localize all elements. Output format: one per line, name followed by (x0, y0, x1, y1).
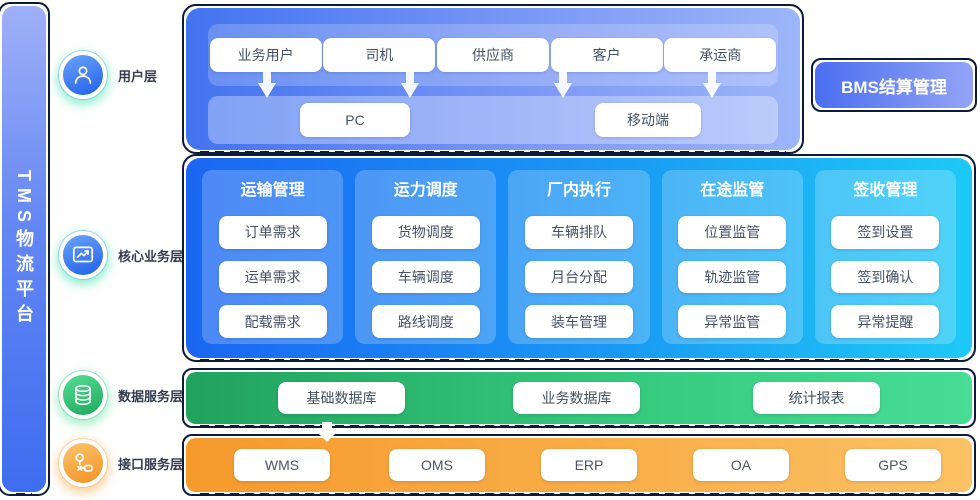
layer-key-data: 数据服务层 (59, 371, 183, 419)
column-title: 签收管理 (853, 182, 918, 199)
interface-box: OA (693, 449, 789, 481)
core-column-monitor: 在途监管 位置监管 轨迹监管 异常监管 (661, 170, 803, 344)
user-layer-panel: 业务用户 司机 供应商 客户 承运商 PC 移动端 (182, 4, 804, 154)
data-box: 业务数据库 (513, 382, 640, 414)
core-column-factory: 厂内执行 车辆排队 月台分配 装车管理 (508, 170, 650, 344)
core-item: 异常监管 (678, 305, 787, 339)
core-item: 签到设置 (831, 216, 940, 249)
core-item: 位置监管 (678, 216, 787, 249)
interface-layer-panel: WMS OMS ERP OA GPS (182, 434, 976, 496)
core-item: 运单需求 (218, 260, 327, 294)
layer-label: 数据服务层 (118, 388, 184, 404)
core-item: 异常提醒 (831, 305, 940, 339)
terminal-box-pc: PC (300, 103, 410, 137)
core-column-dispatch: 运力调度 货物调度 车辆调度 路线调度 (355, 170, 497, 344)
layer-label: 接口服务层 (118, 456, 184, 472)
role-box: 客户 (550, 38, 663, 72)
layer-key-user: 用户层 (59, 51, 157, 99)
layer-label: 用户层 (118, 68, 158, 84)
core-item: 车辆排队 (525, 216, 633, 249)
core-item: 车辆调度 (371, 260, 480, 294)
role-box: 业务用户 (209, 38, 322, 72)
platform-title: TMS物流平台 (14, 169, 34, 329)
core-item: 货物调度 (371, 216, 480, 249)
down-arrow-icon (554, 70, 572, 98)
column-title: 运力调度 (393, 182, 458, 199)
chart-icon (59, 231, 107, 279)
core-columns: 运输管理 订单需求 运单需求 配载需求 运力调度 货物调度 车辆调度 路线调度 … (202, 170, 957, 344)
core-item: 装车管理 (525, 305, 633, 339)
bms-settlement-box: BMS结算管理 (811, 58, 977, 112)
data-box: 基础数据库 (278, 382, 405, 414)
core-item: 轨迹监管 (678, 260, 787, 294)
data-box: 统计报表 (753, 382, 880, 414)
down-arrow-icon (703, 70, 721, 98)
interface-box: WMS (234, 449, 330, 481)
data-layer-panel: 基础数据库 业务数据库 统计报表 (182, 368, 976, 428)
role-box: 承运商 (664, 38, 777, 72)
layer-key-core: 核心业务层 (59, 231, 183, 279)
core-business-panel: 运输管理 订单需求 运单需求 配载需求 运力调度 货物调度 车辆调度 路线调度 … (182, 154, 976, 362)
down-arrow-icon (258, 70, 276, 98)
workflow-icon (59, 439, 107, 487)
platform-title-bar: TMS物流平台 (0, 2, 50, 496)
column-title: 厂内执行 (547, 182, 612, 199)
database-icon (59, 371, 107, 419)
connector-arrow-icon (316, 422, 338, 442)
core-item: 签到确认 (831, 260, 940, 294)
role-box: 供应商 (436, 38, 549, 72)
down-arrow-icon (401, 70, 419, 98)
terminal-box-mobile: 移动端 (595, 103, 701, 137)
role-box: 司机 (323, 38, 436, 72)
interface-box: OMS (389, 449, 485, 481)
interface-box: ERP (541, 449, 637, 481)
core-item: 订单需求 (218, 216, 327, 249)
core-item: 路线调度 (371, 305, 480, 339)
column-title: 运输管理 (240, 182, 305, 199)
column-title: 在途监管 (700, 182, 765, 199)
core-column-transport: 运输管理 订单需求 运单需求 配载需求 (202, 170, 344, 344)
interface-box: GPS (845, 449, 941, 481)
layer-label: 核心业务层 (118, 248, 184, 264)
core-item: 配载需求 (218, 305, 327, 339)
layer-key-interface: 接口服务层 (59, 439, 183, 487)
core-item: 月台分配 (525, 260, 633, 294)
core-column-sign: 签收管理 签到设置 签到确认 异常提醒 (814, 170, 957, 344)
terminals-row: PC 移动端 (208, 96, 778, 144)
user-icon (59, 51, 107, 99)
user-roles-row: 业务用户 司机 供应商 客户 承运商 (208, 24, 778, 86)
